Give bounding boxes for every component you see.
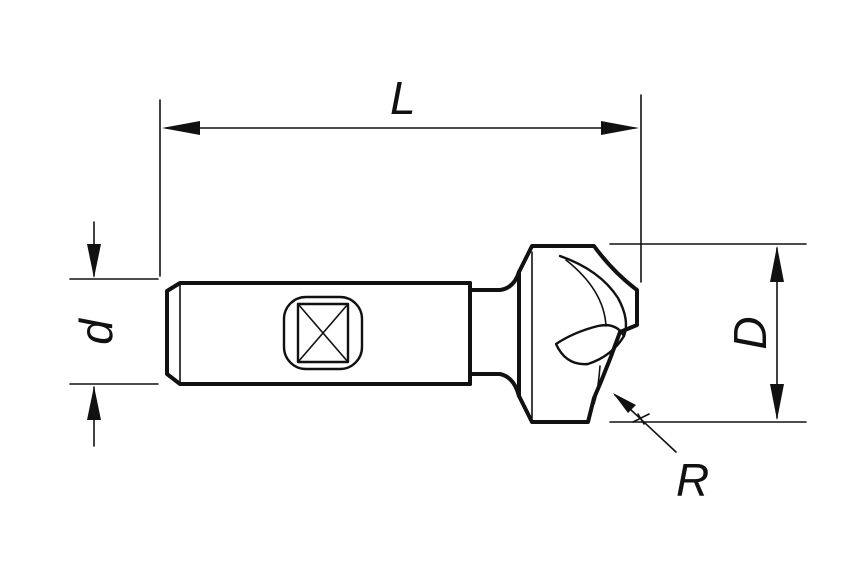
arrowhead-D-top	[770, 246, 784, 282]
dimension-d: d	[69, 221, 159, 447]
dimension-R: R	[613, 393, 709, 506]
arrowhead-D-bottom	[770, 384, 784, 420]
arrowhead-L-right	[601, 121, 639, 135]
dimension-D: D	[609, 243, 807, 423]
dimension-L: L	[159, 72, 642, 283]
flute-line	[565, 259, 607, 327]
cutter-head-outline	[517, 244, 639, 424]
shank	[165, 281, 472, 386]
label-R: R	[676, 454, 709, 506]
neck-outline-bottom	[468, 372, 521, 398]
shank-flat-square-icon	[282, 295, 364, 371]
flute-line-lower	[593, 365, 601, 405]
cutting-edge-upper	[558, 254, 628, 338]
arrowhead-d-bottom	[87, 386, 101, 420]
arrowhead-L-left	[162, 121, 200, 135]
cutting-edge-lower	[554, 323, 626, 366]
cutter-head	[517, 244, 639, 424]
label-d: d	[70, 318, 122, 345]
neck	[468, 270, 521, 398]
neck-outline-top	[468, 270, 521, 292]
arrowhead-R	[613, 393, 636, 413]
arrowhead-d-top	[87, 244, 101, 278]
label-D: D	[724, 316, 776, 349]
label-L: L	[390, 72, 416, 124]
tick-R-2	[637, 413, 645, 425]
